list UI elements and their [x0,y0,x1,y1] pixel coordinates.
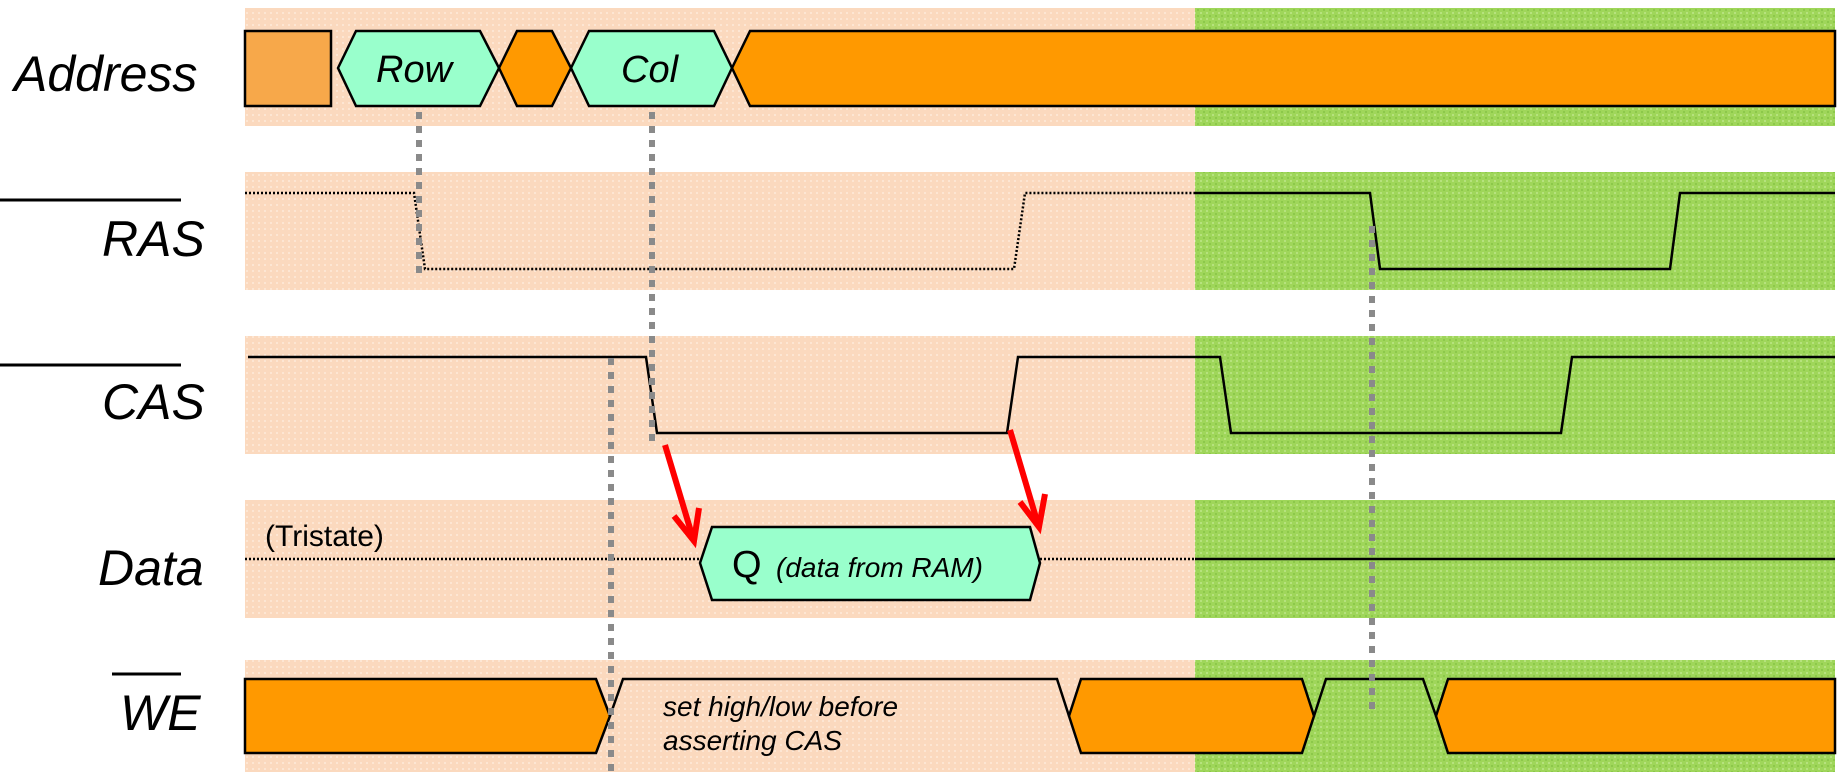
address-label: Address [11,46,197,102]
ras-next-cycle-line [1195,191,1835,271]
data-q-detail-label: (data from RAM) [776,552,983,583]
address-dont-care-segment [730,29,1837,108]
timing-guides [416,112,1375,772]
ras-waveform [245,191,1835,271]
cas-waveform [248,355,1835,435]
ras-label: RAS [102,211,205,267]
data-q-label: Q [732,544,762,586]
data-q-segment [698,525,1042,602]
cas-rise-to-data-arrow [1007,429,1040,522]
ras-read-cycle-line [245,191,1195,271]
next-cycle-band-ras [1195,172,1835,290]
address-invalid-segment [243,29,333,108]
we-high-line [608,677,1071,717]
we-label: WE [120,685,201,741]
we-next-segment-1 [1067,677,1316,755]
signal-labels: Address RAS CAS Data WE [0,46,205,741]
cas-to-data-arrows [662,429,1048,549]
next-cycle-band-cas [1195,336,1835,454]
data-label: Data [98,540,204,596]
we-next-segment-2 [1434,677,1837,755]
cas-fall-to-data-arrow [662,444,695,536]
read-cycle-band-ras [245,172,1195,290]
we-waveform: set high/low before asserting CAS [243,677,1837,756]
read-cycle-band-cas [245,336,1195,454]
cas-next-cycle-line [1195,355,1835,435]
address-bus: Row Col [243,29,1837,108]
we-note-line2: asserting CAS [663,725,842,756]
cas-label: CAS [102,374,205,430]
address-col-label: Col [621,49,680,91]
data-bus: (Tristate) Q (data from RAM) [245,520,1835,602]
cas-fall-to-data-arrowhead [671,507,702,549]
cas-rise-to-data-arrowhead [1017,493,1048,535]
background-bands [245,8,1835,772]
we-setup-segment [243,677,612,755]
cas-read-cycle-line [248,355,1195,435]
data-tristate-label: (Tristate) [265,520,384,553]
address-row-label: Row [376,49,455,91]
we-note-line1: set high/low before [663,691,898,722]
